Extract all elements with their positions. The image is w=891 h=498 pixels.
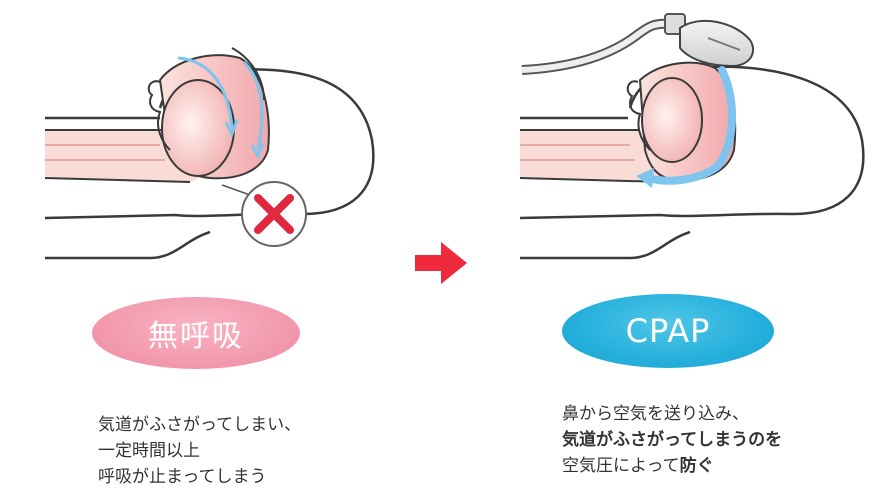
right-arrow-icon (415, 242, 467, 284)
tongue (642, 78, 702, 162)
cpap-mask (680, 21, 753, 66)
caption-line: 呼吸が止まってしまう (98, 464, 301, 490)
apnea-badge-label: 無呼吸 (148, 311, 244, 355)
caption-line-text: 空気圧によって (562, 456, 680, 476)
caption-line: 一定時間以上 (98, 438, 301, 464)
cpap-badge: CPAP (562, 294, 774, 368)
caption-line: 空気圧によって防ぐ (562, 453, 782, 479)
cpap-badge-label: CPAP (626, 312, 711, 350)
apnea-badge: 無呼吸 (92, 297, 300, 369)
apnea-caption: 気道がふさがってしまい、 一定時間以上 呼吸が止まってしまう (98, 412, 301, 490)
caption-line: 気道がふさがってしまい、 (98, 412, 301, 438)
apnea-illustration (0, 0, 420, 270)
caption-line-bold: 気道がふさがってしまうのを (562, 427, 782, 453)
caption-emphasis: 防ぐ (680, 456, 714, 476)
cpap-caption: 鼻から空気を送り込み、 気道がふさがってしまうのを 空気圧によって防ぐ (562, 401, 782, 479)
cpap-illustration (500, 0, 891, 270)
caption-line: 鼻から空気を送り込み、 (562, 401, 782, 427)
